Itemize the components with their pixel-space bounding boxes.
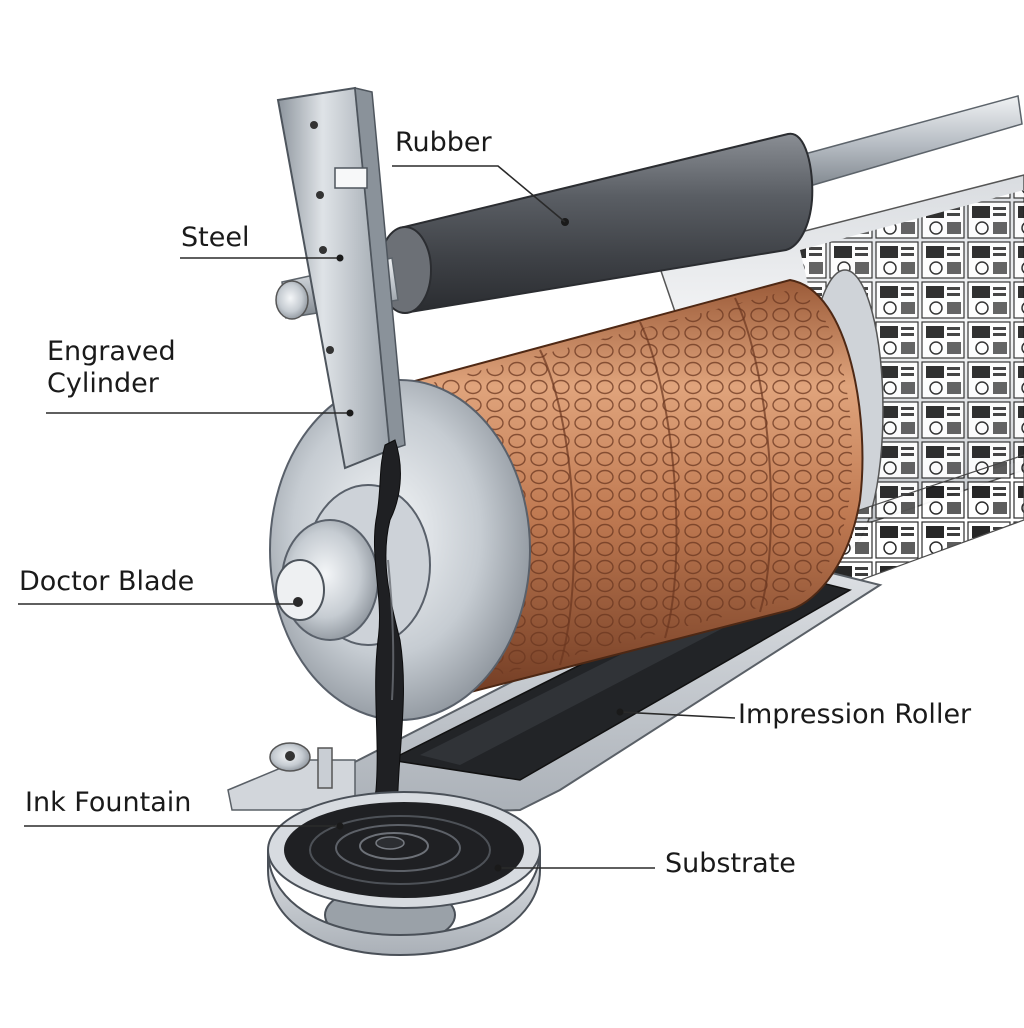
blade-hole-1 [310, 121, 318, 129]
label-doctor-blade: Doctor Blade [19, 566, 195, 597]
cylinder-axle [275, 559, 325, 621]
label-engraved-cylinder: Engraved Cylinder [47, 336, 176, 400]
ink-swirl-1 [309, 815, 491, 885]
label-impression-roller: Impression Roller [738, 699, 972, 730]
cylinder-band-1 [539, 349, 575, 666]
leader-impression [619, 711, 736, 719]
leader-dot-impression [616, 708, 624, 716]
label-steel: Steel [181, 222, 250, 253]
blade-hole-2 [316, 191, 324, 199]
leader-lines [18, 165, 736, 869]
doctor-blade-slot [334, 167, 368, 189]
leader-dot-fountain [336, 822, 344, 830]
cylinder-band-3 [734, 297, 773, 613]
rubber-roller-shaft [789, 95, 1023, 191]
leader-rubber [392, 165, 566, 223]
blade-hole-4 [326, 346, 334, 354]
cylinder-axle-hole [293, 597, 303, 607]
rubber-axle-cap [275, 280, 309, 320]
label-rubber: Rubber [395, 127, 492, 158]
rubber-roller-body [398, 132, 814, 314]
leader-dot-substrate [494, 864, 502, 872]
leader-dot-engraved [346, 409, 354, 417]
ink-swirl-2 [335, 824, 461, 872]
cylinder-band-2 [639, 321, 678, 639]
label-ink-fountain: Ink Fountain [25, 787, 192, 818]
blade-hole-3 [319, 246, 327, 254]
label-substrate: Substrate [665, 848, 796, 879]
ink-swirl-center [375, 836, 405, 850]
bracket-knob-hole [285, 751, 295, 761]
ink-drip-highlight [387, 559, 395, 701]
bracket-post [317, 747, 333, 789]
ink-swirl-3 [359, 832, 429, 860]
ink-fountain-wall [267, 849, 541, 957]
leader-dot-steel [336, 254, 344, 262]
